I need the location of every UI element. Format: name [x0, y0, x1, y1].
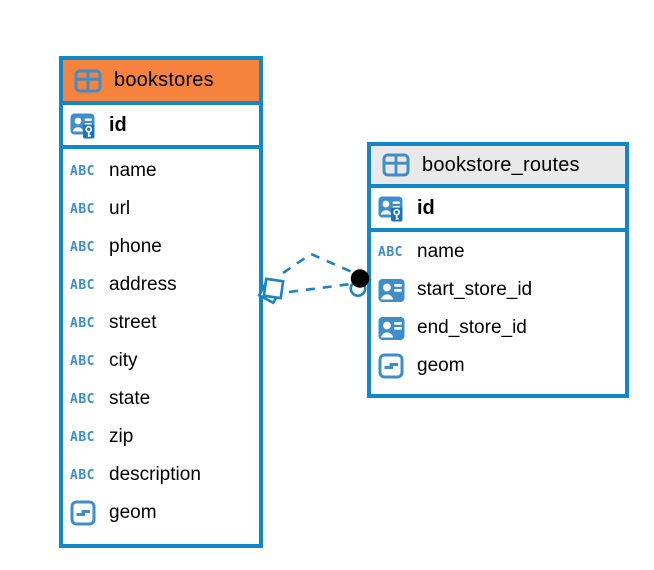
column-row[interactable]: ABC city: [63, 342, 259, 380]
column-row[interactable]: ABC name: [371, 233, 625, 271]
column-name: address: [109, 274, 177, 295]
reference-type-icon: [378, 278, 409, 303]
table-bookstores-header[interactable]: bookstores: [63, 60, 259, 105]
column-row[interactable]: end_store_id: [371, 309, 625, 347]
column-name: state: [109, 388, 151, 409]
column-row[interactable]: ABC phone: [63, 228, 259, 266]
column-name: id: [417, 196, 435, 219]
table-icon: [382, 153, 413, 177]
reference-type-icon: [378, 316, 409, 341]
column-row[interactable]: ABC name: [63, 152, 259, 190]
text-type-icon: ABC: [70, 429, 95, 445]
column-name: geom: [417, 355, 465, 376]
column-name: name: [109, 160, 157, 181]
text-type-icon: ABC: [70, 391, 95, 407]
text-type-icon: ABC: [378, 244, 403, 260]
endpoint-dot: [350, 269, 370, 288]
diamond-marker-front: [262, 277, 285, 300]
column-row-pk[interactable]: id: [371, 188, 625, 232]
column-name: start_store_id: [417, 279, 533, 300]
text-type-icon: ABC: [70, 163, 95, 179]
column-row-pk[interactable]: id: [63, 105, 259, 149]
table-bookstores[interactable]: bookstores id ABC name ABC url: [59, 56, 263, 548]
text-type-icon: ABC: [70, 467, 95, 483]
column-name: zip: [109, 426, 134, 447]
column-name: name: [417, 241, 465, 262]
column-name: phone: [109, 236, 162, 257]
column-name: city: [109, 350, 138, 371]
columns-list: ABC name start_store_id: [371, 232, 625, 385]
table-icon: [74, 69, 105, 93]
table-bookstore-routes-header[interactable]: bookstore_routes: [371, 146, 625, 188]
columns-list: ABC name ABC url ABC phone ABC address A…: [63, 149, 259, 532]
column-name: id: [109, 113, 127, 136]
primary-key-icon: [70, 111, 101, 139]
relationship-line-lower: [288, 282, 352, 294]
column-name: geom: [109, 502, 157, 523]
column-name: description: [109, 464, 201, 485]
table-name: bookstore_routes: [422, 153, 580, 176]
column-name: end_store_id: [417, 317, 527, 338]
column-row[interactable]: start_store_id: [371, 271, 625, 309]
column-row[interactable]: ABC state: [63, 380, 259, 418]
column-row[interactable]: geom: [371, 347, 625, 385]
text-type-icon: ABC: [70, 201, 95, 217]
column-row[interactable]: ABC url: [63, 190, 259, 228]
text-type-icon: ABC: [70, 315, 95, 331]
geometry-type-icon: [378, 353, 409, 379]
text-type-icon: ABC: [70, 239, 95, 255]
column-row[interactable]: geom: [63, 494, 259, 532]
column-row[interactable]: ABC description: [63, 456, 259, 494]
column-row[interactable]: ABC street: [63, 304, 259, 342]
geometry-type-icon: [70, 500, 101, 526]
primary-key-icon: [378, 194, 409, 222]
relationship-line-upper: [282, 252, 353, 275]
table-bookstore-routes[interactable]: bookstore_routes id ABC name: [367, 142, 629, 398]
text-type-icon: ABC: [70, 277, 95, 293]
relationship-connector[interactable]: [257, 252, 370, 305]
table-name: bookstores: [114, 69, 214, 91]
column-row[interactable]: ABC address: [63, 266, 259, 304]
column-name: url: [109, 198, 131, 219]
column-name: street: [109, 312, 157, 333]
text-type-icon: ABC: [70, 353, 95, 369]
column-row[interactable]: ABC zip: [63, 418, 259, 456]
